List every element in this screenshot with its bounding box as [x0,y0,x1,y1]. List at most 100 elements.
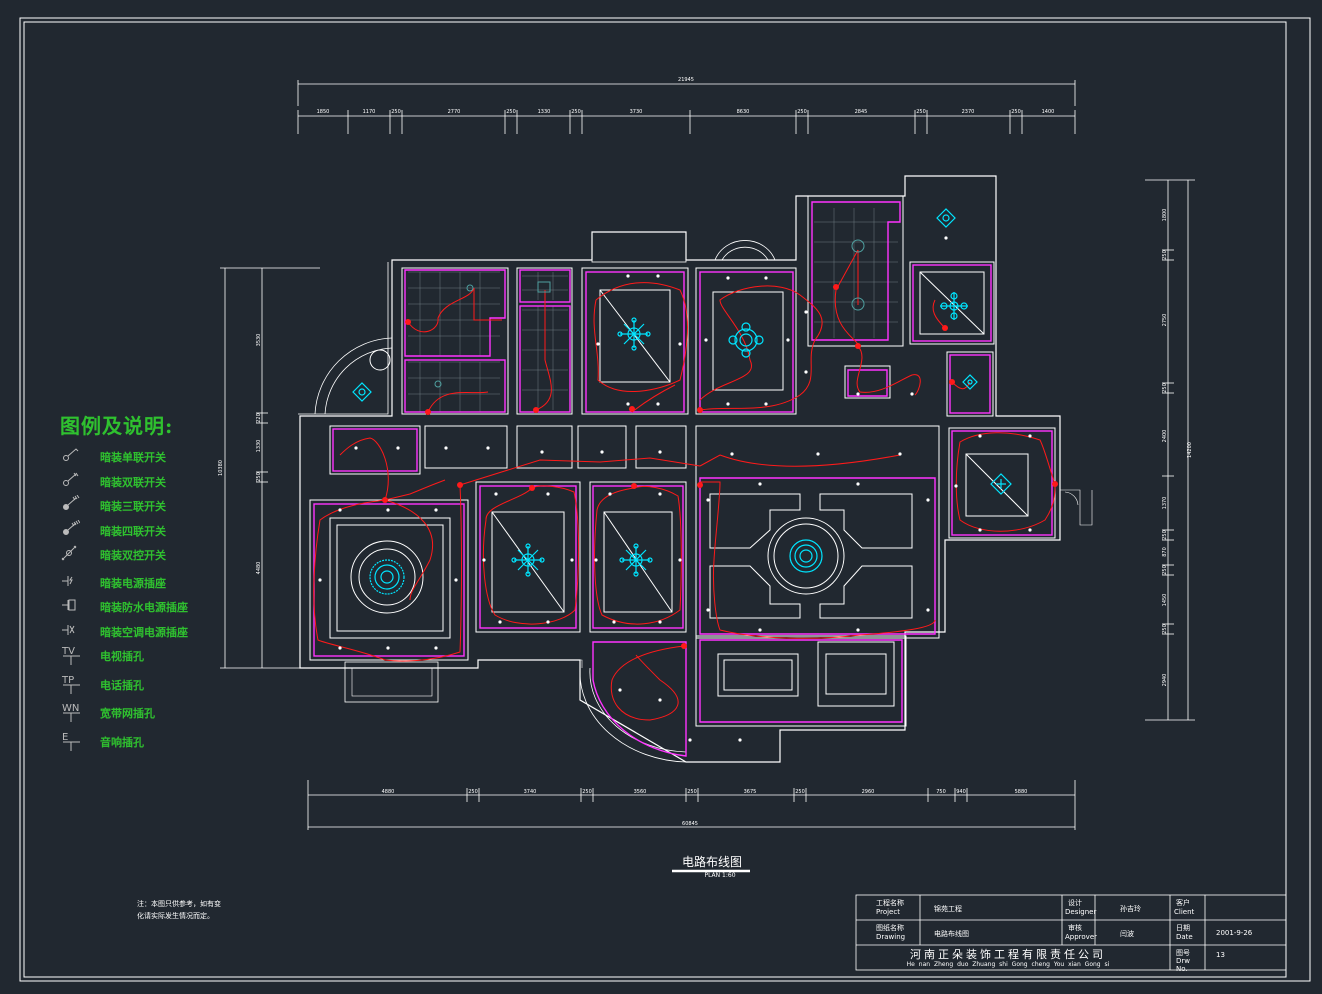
dimension-label: 2400 [1162,430,1168,443]
legend-label: 电话插孔 [100,679,144,692]
plan-scale: PLAN 1:60 [704,872,736,879]
power-socket-icon [60,572,92,594]
company-pinyin: He nan Zheng duo Zhuang shi Gong cheng Y… [906,961,1110,968]
date-label-en: Date [1176,933,1193,941]
double-switch-icon [60,471,92,493]
drawing-value: 电路布线图 [934,930,969,938]
date-value: 2001-9-26 [1216,929,1253,937]
legend-item: 暗装四联开关 [60,519,260,542]
dimension-label: 1800 [1162,209,1168,222]
right-dimensions [1145,179,1195,721]
dimension-label: 250 [468,789,478,795]
top-dimension-labels: 1850 1170 250 2770 250 1330 250 3730 8630 250 2845… [317,109,1055,115]
legend-item: 暗装单联开关 [60,446,260,468]
designer-value: 孙吉玲 [1120,905,1141,913]
network-outlet-icon: WN [60,702,92,724]
dimension-label: 250 [506,109,516,115]
chandelier-fixtures [352,208,1012,595]
dimension-label: 2770 [448,109,461,115]
project-value: 锦苑工程 [934,905,962,913]
dimension-label: 1370 [1162,497,1168,510]
note-line-1: 注：本图只供参考，如有变 [137,900,221,908]
bath-fixtures [369,239,865,388]
dimension-label: 250 [391,109,401,115]
legend-item: 暗装双联开关 [60,471,260,493]
dimension-label: 250 [1162,565,1168,575]
dimension-label: 250 [687,789,697,795]
dimension-label: 3730 [630,109,643,115]
company-name: 河南正朵装饰工程有限责任公司 [910,948,1106,961]
legend-label: 暗装电源插座 [100,577,166,590]
tile-grids [408,208,898,412]
dimension-label: 250 [571,109,581,115]
legend-label: 暗装双联开关 [100,476,166,489]
dimension-label: 250 [797,109,807,115]
dimension-label: 1850 [317,109,330,115]
legend-title: 图例及说明: [60,414,174,438]
dimension-label: 1330 [538,109,551,115]
dimension-label: 2845 [855,109,868,115]
drawing-number-label-en1: Drw [1176,957,1190,965]
legend-label: 音响插孔 [100,736,144,749]
single-switch-icon [60,446,92,468]
dimension-label: 1170 [363,109,376,115]
drawing-label-en: Drawing [876,933,906,941]
waterproof-socket-icon [60,596,92,618]
approver-label-cn: 审核 [1068,924,1082,932]
client-label-cn: 客户 [1176,899,1190,907]
svg-text:E: E [62,732,68,743]
dimension-label: 1330 [256,440,262,453]
dimension-label: 250 [1162,250,1168,260]
approver-label-en: Approver [1065,933,1098,941]
legend-label: 宽带网插孔 [100,707,155,720]
designer-label-en: Designer [1065,908,1097,916]
dimension-label: 250 [256,472,262,482]
legend-label: 暗装空调电源插座 [100,626,188,639]
dimension-label: 2370 [962,109,975,115]
approver-value: 闫波 [1120,930,1134,938]
audio-outlet-icon: E [60,731,92,753]
ac-socket-icon [60,621,92,643]
downlight-markers [318,236,1032,742]
ceiling-outlines [313,201,1053,757]
dimension-label: 250 [1011,109,1021,115]
legend-label: 暗装四联开关 [100,525,166,538]
switch-markers [382,284,1058,649]
legend-label: 暗装单联开关 [100,451,166,464]
drawing-title: 电路布线图 [681,855,742,869]
dimension-label: 250 [916,109,926,115]
dimension-label: 8630 [737,109,750,115]
dimension-label: 3560 [634,789,647,795]
dimension-label: 3675 [744,789,757,795]
designer-label-cn: 设计 [1068,899,1082,907]
legend-label: 暗装防水电源插座 [100,601,188,614]
dimension-label: 250 [1162,530,1168,540]
project-label-cn: 工程名称 [876,899,904,907]
outer-frame [19,17,1311,982]
drawing-number-label-cn: 图号 [1176,949,1190,957]
legend-item: 暗装空调电源插座 [60,621,260,643]
drawing-note: 注：本图只供参考，如有变 化请实际发生情况而定。 [137,898,247,922]
wiring-circuits [313,249,1056,721]
date-label-cn: 日期 [1176,924,1190,932]
dimension-label: 1450 [1162,594,1168,607]
dimension-label: 2750 [1162,314,1168,327]
legend-item: 暗装三联开关 [60,494,260,517]
legend-item: 暗装电源插座 [60,572,260,594]
dimension-label: 940 [956,789,966,795]
quad-switch-icon [60,519,92,542]
dimension-label: 3740 [524,789,537,795]
tv-outlet-icon: TV [60,645,92,667]
drawing-number-value: 13 [1216,951,1225,959]
project-label-en: Project [876,908,900,916]
dimension-label: 870 [1162,547,1168,557]
top-dimensions [297,80,1076,134]
phone-outlet-icon: TP [60,674,92,696]
triple-switch-icon [60,494,92,517]
legend-item: E 音响插孔 [60,731,260,753]
dimension-label: 250 [582,789,592,795]
dimension-label: 2960 [862,789,875,795]
legend-item: TP 电话插孔 [60,674,260,696]
